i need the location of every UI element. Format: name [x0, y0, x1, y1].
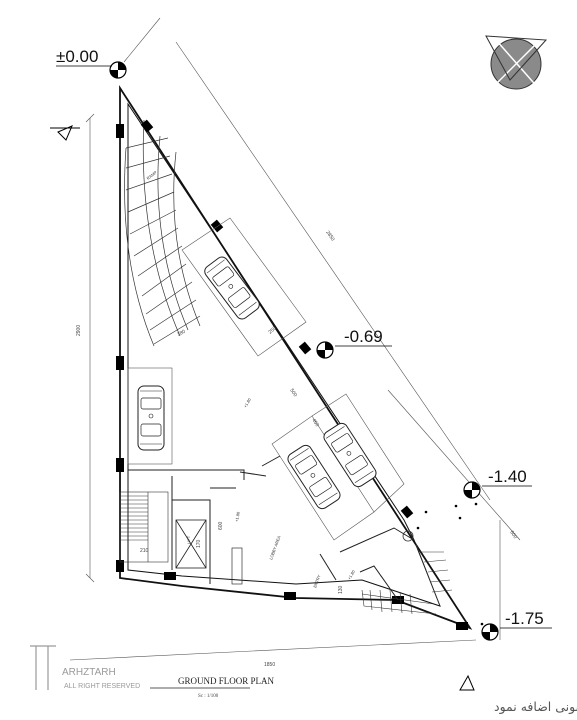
elevation-label: +1.80 — [347, 569, 357, 581]
watermark-rights: ALL RIGHT RESERVED — [64, 683, 140, 690]
elevation-label: +1.80 — [243, 397, 253, 409]
level-marker-icon — [481, 623, 499, 641]
car — [201, 254, 263, 322]
level-label: -0.69 — [344, 327, 383, 346]
dimension-label: 250 — [267, 325, 277, 335]
car — [137, 385, 165, 451]
section-marker-icon — [459, 674, 475, 691]
level-marker-icon — [109, 61, 127, 79]
drawing-title: GROUND FLOOR PLAN — [178, 676, 275, 686]
level-marker-icon — [463, 481, 481, 499]
dimension-label: 210 — [140, 548, 149, 554]
level-label: -1.40 — [488, 467, 527, 486]
dimension-label: 2850 — [324, 230, 335, 243]
parking-bays — [127, 217, 405, 541]
design-note: در صورت کوچک شدن فضای لابی میتوان یک عدد… — [494, 699, 577, 715]
brand-logo-icon — [30, 645, 56, 690]
wc-fixture-icon — [402, 530, 414, 542]
interior-walls — [128, 455, 415, 601]
dimension-label: 180 — [176, 329, 186, 338]
dimension-lines — [69, 17, 521, 661]
ramp — [124, 119, 201, 347]
lift-shaft — [175, 519, 207, 569]
elevation-label: +1.80 — [234, 511, 241, 523]
planting-dots — [416, 502, 484, 626]
dimension-label: 170 — [196, 539, 202, 548]
lobby-furniture — [231, 547, 243, 585]
room-label: LIFT — [186, 535, 191, 544]
dimension-label: 2900 — [76, 325, 82, 336]
section-marker-icon — [50, 125, 80, 141]
level-marker-icon — [316, 341, 334, 359]
drawing-scale: Sc : 1/100 — [198, 694, 219, 699]
dimension-label: 450 — [310, 418, 320, 428]
room-label: ENTRY — [312, 574, 321, 589]
dimension-label: 130 — [338, 585, 344, 594]
level-label: -1.75 — [505, 609, 544, 628]
north-arrow-icon — [485, 35, 548, 91]
stairs — [119, 491, 453, 615]
structural-columns — [116, 119, 468, 630]
level-label: ±0.00 — [56, 47, 98, 66]
room-label: LOBBY AREA — [268, 535, 281, 561]
dimension-label: 600 — [218, 521, 224, 530]
watermark-brand: ARHZTARH — [62, 667, 116, 678]
room-label: RAMP — [146, 170, 158, 181]
dimension-label: 1850 — [264, 662, 275, 668]
dimension-label: 600 — [508, 530, 518, 540]
dimension-label: 500 — [288, 388, 298, 398]
